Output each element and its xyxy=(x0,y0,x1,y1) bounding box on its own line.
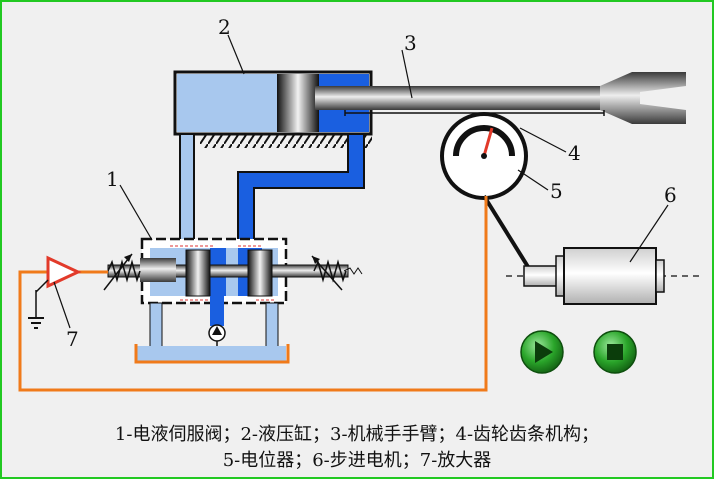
caption-line-2: 5-电位器；6-步进电机；7-放大器 xyxy=(222,450,492,471)
oil-pipes xyxy=(179,133,365,247)
stepper-motor xyxy=(482,194,700,305)
label-3: 3 xyxy=(404,31,417,55)
stop-icon xyxy=(607,344,623,360)
gripper xyxy=(600,72,686,124)
piston xyxy=(277,74,319,132)
leader-lines xyxy=(53,34,669,329)
play-button[interactable] xyxy=(520,330,564,374)
stop-button[interactable] xyxy=(593,330,637,374)
ground-hatch xyxy=(200,134,372,148)
robot-arm xyxy=(315,72,686,124)
potentiometer xyxy=(440,112,528,200)
label-5: 5 xyxy=(550,179,563,203)
hydraulic-cylinder xyxy=(173,70,373,148)
motor-link xyxy=(482,194,532,272)
wiper xyxy=(482,127,494,157)
label-2: 2 xyxy=(218,15,231,39)
amplifier xyxy=(46,255,82,289)
play-icon xyxy=(535,341,553,363)
spring-right xyxy=(313,259,347,283)
label-7: 7 xyxy=(66,327,79,351)
label-6: 6 xyxy=(664,183,677,207)
spool-land xyxy=(185,249,211,297)
oil-supply xyxy=(134,296,290,364)
servo-valve xyxy=(103,237,363,305)
label-1: 1 xyxy=(106,167,119,191)
spring-left xyxy=(107,259,141,283)
label-4: 4 xyxy=(568,141,581,165)
oil-tank xyxy=(136,346,286,362)
signal-wiring xyxy=(18,196,488,392)
caption-line-1: 1-电液伺服阀；2-液压缸；3-机械手手臂；4-齿轮齿条机构； xyxy=(114,424,600,445)
spool-land xyxy=(247,249,273,297)
